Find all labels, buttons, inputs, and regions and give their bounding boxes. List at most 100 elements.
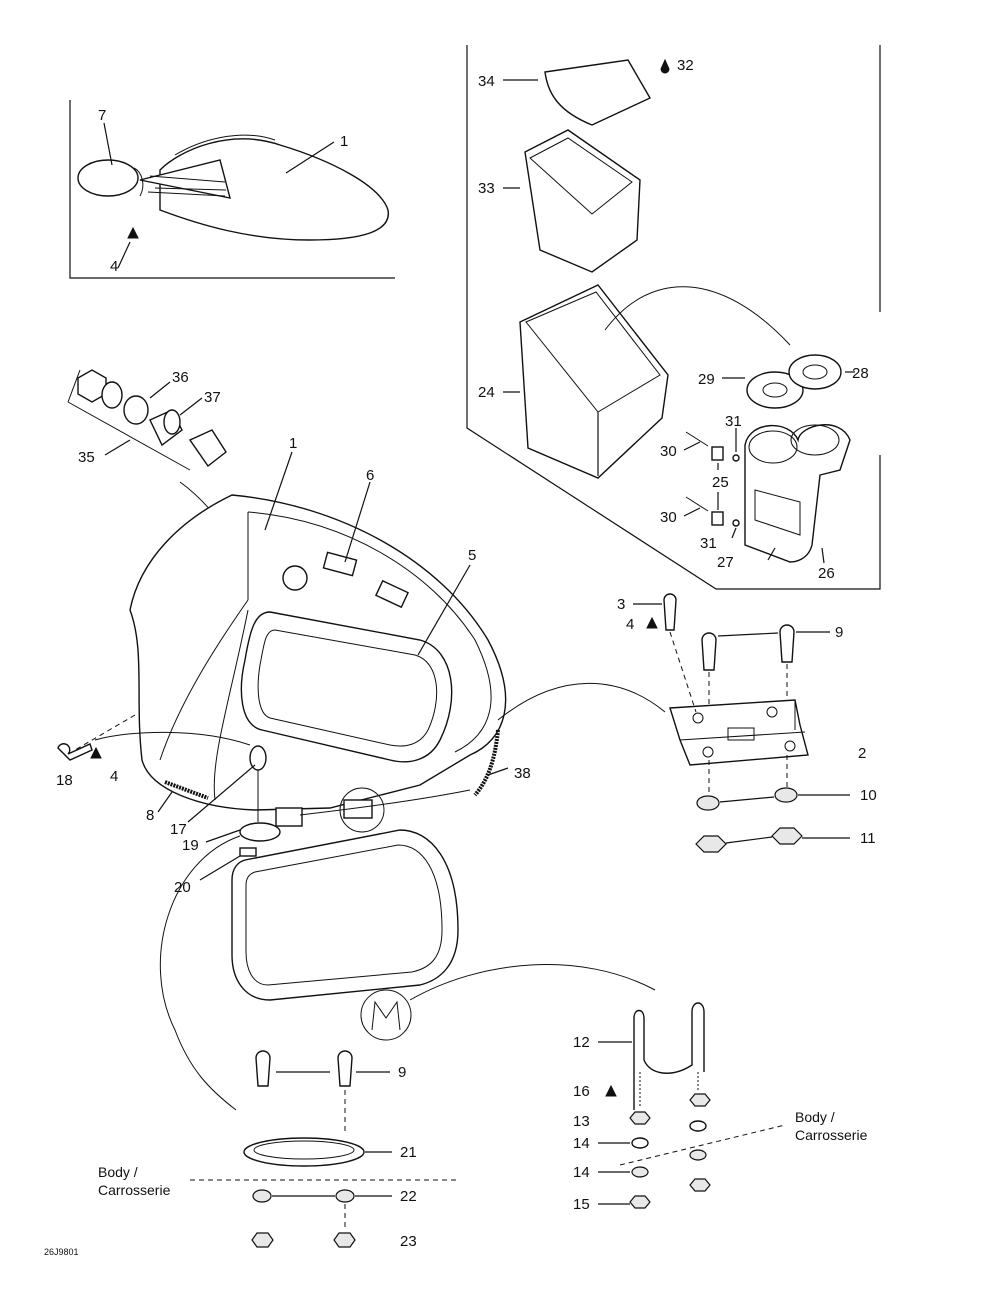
label-8: 8 <box>146 807 154 824</box>
nut-13-right <box>689 1093 711 1107</box>
ring-fastener-assembly: 9 21 Body / Carrosserie 22 23 <box>98 1050 460 1250</box>
washer-31-lower <box>732 519 740 527</box>
washer-10-right <box>774 787 798 803</box>
outer-bin-24 <box>519 284 669 479</box>
label-25: 25 <box>712 474 729 491</box>
seal-8 <box>164 780 209 800</box>
label-33: 33 <box>478 180 495 197</box>
rivet-16 <box>605 1084 617 1097</box>
label-5: 5 <box>468 547 476 564</box>
u-bolt-assembly: 12 16 13 14 14 15 Body / Carrosserie <box>573 1002 868 1213</box>
label-19: 19 <box>182 837 199 854</box>
screw-9-right <box>779 624 795 663</box>
nut-11-left <box>695 835 727 853</box>
label-31-upper: 31 <box>725 413 742 430</box>
label-7: 7 <box>98 107 106 124</box>
body-panel-assembly: 6 1 5 38 8 17 19 20 18 4 <box>56 435 666 896</box>
clip-6 <box>322 551 358 577</box>
section-detail <box>360 989 412 1041</box>
lock-17 <box>249 745 267 771</box>
clip-25-lower <box>711 511 724 526</box>
body-label-right-2: Carrosserie <box>795 1127 868 1143</box>
washer-14-b <box>631 1166 649 1178</box>
dot-32 <box>660 58 670 74</box>
washer-22-right <box>335 1189 355 1203</box>
screw-9-bl-left <box>255 1050 271 1087</box>
cap-part-7 <box>77 159 139 197</box>
fitting-group-35: 36 37 35 <box>67 369 256 576</box>
label-24: 24 <box>478 384 495 401</box>
nut-13-left <box>629 1111 651 1125</box>
label-20: 20 <box>174 879 191 896</box>
label-22: 22 <box>400 1188 417 1205</box>
rivet-4-right <box>646 616 658 629</box>
label-4-top: 4 <box>110 258 118 275</box>
label-1-main: 1 <box>289 435 297 452</box>
ring-29 <box>746 371 804 409</box>
label-1-top: 1 <box>340 133 348 150</box>
label-14-b: 14 <box>573 1164 590 1181</box>
label-6: 6 <box>366 467 374 484</box>
body-label-left-1: Body / <box>98 1164 138 1180</box>
label-35: 35 <box>78 449 95 466</box>
washer-31-upper <box>732 454 740 462</box>
washer-14-a <box>631 1137 649 1149</box>
window-frame <box>231 829 459 1001</box>
label-15: 15 <box>573 1196 590 1213</box>
label-36: 36 <box>172 369 189 386</box>
rivet-4-top <box>127 226 139 239</box>
label-18: 18 <box>56 772 73 789</box>
label-12: 12 <box>573 1034 590 1051</box>
lid-34 <box>544 59 651 126</box>
label-37: 37 <box>204 389 221 406</box>
label-27: 27 <box>717 554 734 571</box>
label-26: 26 <box>818 565 835 582</box>
label-9-bottom: 9 <box>398 1064 406 1081</box>
window-opening-5 <box>240 611 453 763</box>
nut-23-right <box>333 1232 356 1248</box>
nut-11-right <box>771 827 803 845</box>
label-28: 28 <box>852 365 869 382</box>
label-17: 17 <box>170 821 187 838</box>
latch-20 <box>239 847 257 857</box>
screw-18 <box>57 743 93 761</box>
label-23: 23 <box>400 1233 417 1250</box>
ring-21 <box>243 1137 365 1167</box>
label-32: 32 <box>677 57 694 74</box>
label-2: 2 <box>858 745 866 762</box>
drawing-code: 26J9801 <box>44 1247 79 1257</box>
screw-9-bl-right <box>337 1050 353 1087</box>
label-34: 34 <box>478 73 495 90</box>
label-10: 10 <box>860 787 877 804</box>
body-label-right-1: Body / <box>795 1109 835 1125</box>
label-13: 13 <box>573 1113 590 1130</box>
hinge-right <box>343 799 373 819</box>
label-3: 3 <box>617 596 625 613</box>
washer-22-left <box>252 1189 272 1203</box>
label-21: 21 <box>400 1144 417 1161</box>
ring-36 <box>123 395 149 425</box>
holder-26 <box>744 424 851 563</box>
nut-15-left <box>629 1195 651 1209</box>
label-29: 29 <box>698 371 715 388</box>
label-4-right: 4 <box>626 616 634 633</box>
label-38: 38 <box>514 765 531 782</box>
label-31-lower: 31 <box>700 535 717 552</box>
ring-28 <box>788 354 842 390</box>
label-14-a: 14 <box>573 1135 590 1152</box>
window-pane <box>159 829 656 1111</box>
inner-bin-33 <box>524 129 641 273</box>
clip-25-upper <box>711 446 724 461</box>
threaded-fitting <box>188 429 227 468</box>
screw-3 <box>663 593 677 631</box>
inset-seat-cover: 7 4 1 <box>69 100 395 279</box>
label-30-upper: 30 <box>660 443 677 460</box>
label-11: 11 <box>860 830 876 847</box>
label-9-top: 9 <box>835 624 843 641</box>
label-4-left: 4 <box>110 768 118 785</box>
hinge-bracket-assembly: 2 3 4 9 10 11 <box>617 593 877 853</box>
u-bolt-12 <box>633 1002 705 1110</box>
label-16: 16 <box>573 1083 590 1100</box>
ring-part <box>101 381 123 409</box>
